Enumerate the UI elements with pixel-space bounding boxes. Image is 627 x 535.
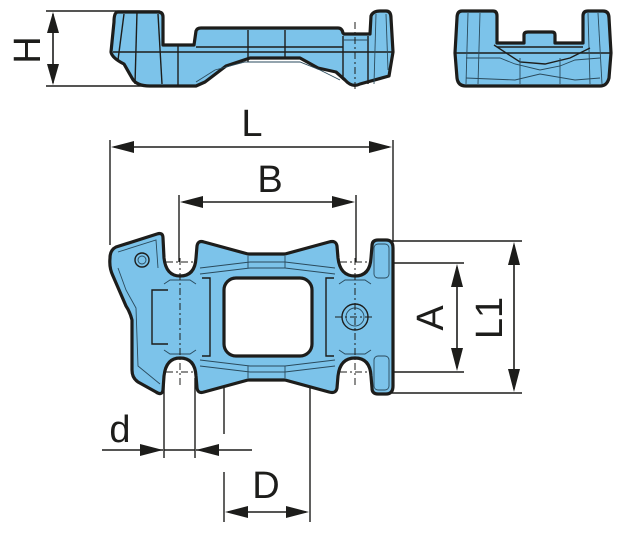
dimension-label-d-large: D — [252, 465, 279, 507]
square-window — [222, 276, 314, 358]
end-view — [453, 9, 613, 88]
plan-view — [108, 231, 395, 396]
side-view-body — [109, 9, 395, 88]
end-view-body — [453, 9, 613, 88]
dimension-label-d-small: d — [109, 409, 130, 451]
dimension-label-a: A — [410, 305, 452, 331]
dimension-label-l1: L1 — [469, 297, 511, 339]
dimension-label-h: H — [7, 36, 49, 63]
dimension-label-b: B — [257, 159, 282, 201]
logo-boss — [134, 252, 150, 268]
dimension-label-l: L — [241, 103, 262, 145]
side-view: H — [7, 9, 395, 92]
plan-view-dimensions: L B A L1 d — [102, 103, 522, 522]
